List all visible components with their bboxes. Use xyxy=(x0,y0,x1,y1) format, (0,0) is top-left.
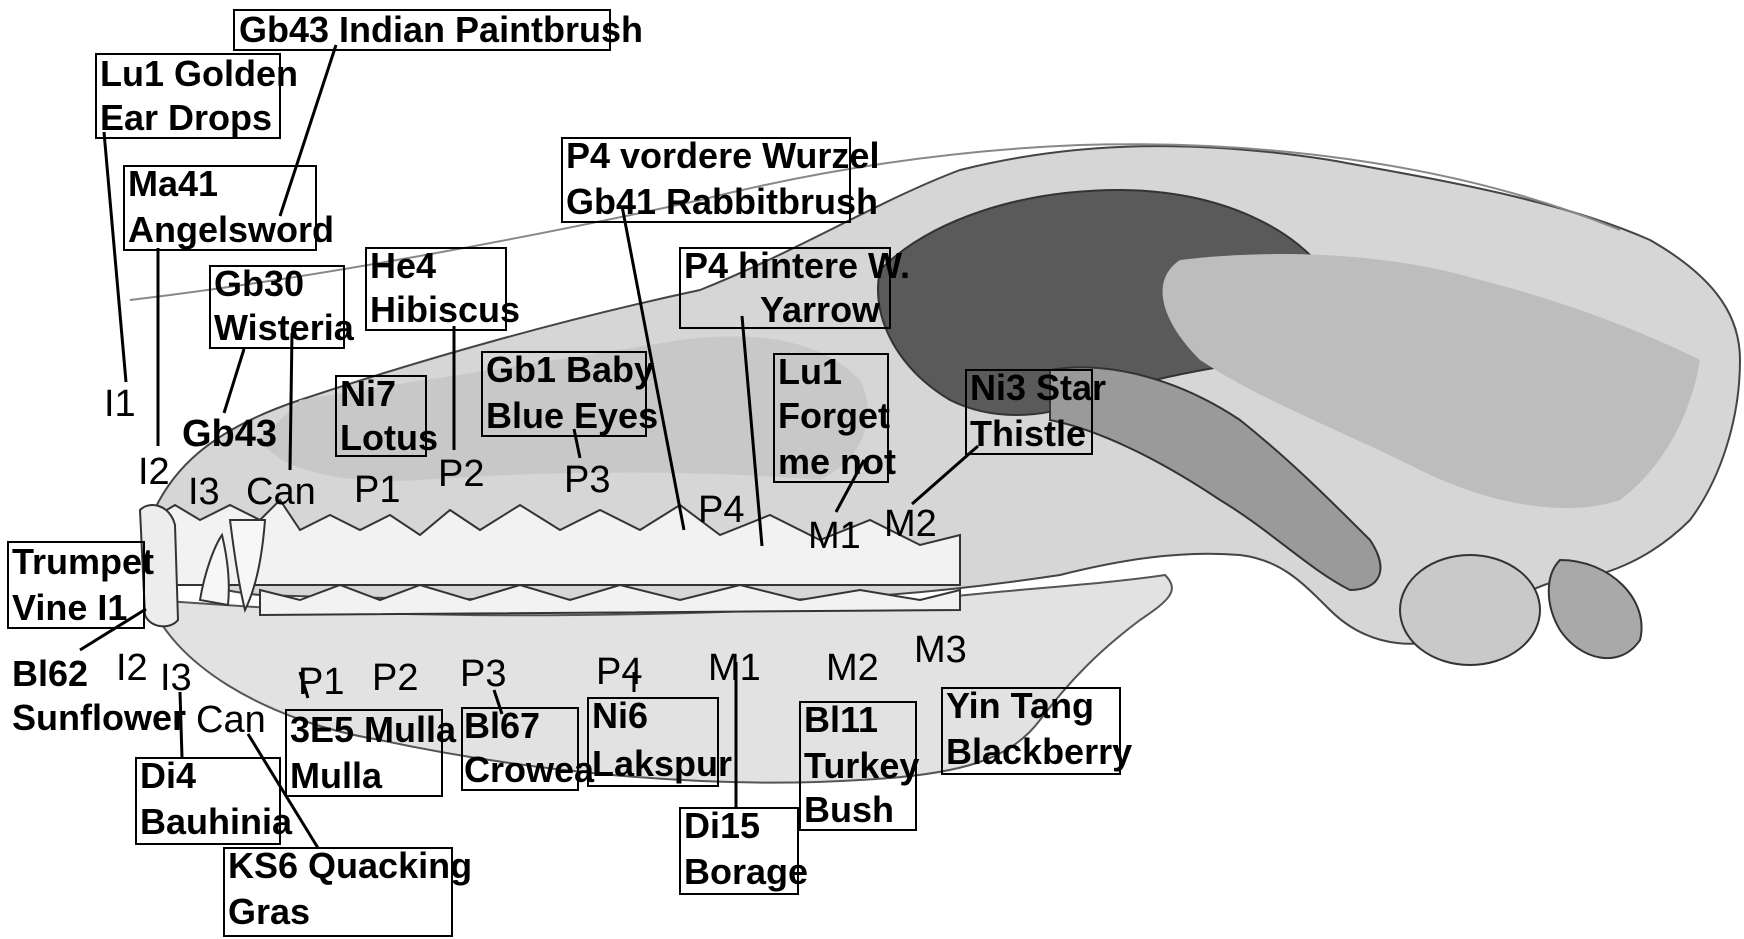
leader-gb30-can xyxy=(290,333,292,470)
tooth-lower-i2: I2 xyxy=(116,647,148,689)
label-lu1-forget-line1: Lu1 xyxy=(778,351,842,392)
label-e5-line1: 3E5 Mulla xyxy=(290,709,457,750)
label-bl11-line3: Bush xyxy=(804,789,894,830)
label-ni6-line1: Ni6 xyxy=(592,695,648,736)
label-bl62-line1: Bl62 xyxy=(12,653,88,694)
label-ni7-line1: Ni7 xyxy=(340,373,396,414)
label-gb30-line1: Gb30 xyxy=(214,263,304,304)
label-gb30-line2: Wisteria xyxy=(214,307,355,348)
label-di4-line1: Di4 xyxy=(140,755,196,796)
leader-lu1-golden xyxy=(104,132,126,382)
tooth-upper-p2: P2 xyxy=(438,453,484,495)
tooth-upper-p1: P1 xyxy=(354,469,400,511)
label-he4-line2: Hibiscus xyxy=(370,289,520,330)
label-trumpet-line1: Trumpet xyxy=(12,541,154,582)
label-gb1-line1: Gb1 Baby xyxy=(486,349,654,390)
label-ma41-line1: Ma41 xyxy=(128,163,218,204)
tooth-upper-m1: M1 xyxy=(808,515,861,557)
tooth-upper-can: Can xyxy=(246,471,316,513)
label-gb1-line2: Blue Eyes xyxy=(486,395,658,436)
svg-text:TrumpetVine I1: TrumpetVine I1 xyxy=(12,541,154,628)
label-p4-front-line1: P4 vordere Wurzel xyxy=(566,135,879,176)
tooth-lower-p1: P1 xyxy=(298,661,344,703)
label-lu1-golden-line2: Ear Drops xyxy=(100,97,272,138)
tooth-lower-p2: P2 xyxy=(372,657,418,699)
label-ni6-line2: Lakspur xyxy=(592,743,732,784)
tooth-lower-p3: P3 xyxy=(460,653,506,695)
tooth-upper-gb43: Gb43 xyxy=(182,413,277,455)
tooth-lower-m2: M2 xyxy=(826,647,879,689)
leader-gb30-gb43 xyxy=(224,349,244,413)
tooth-lower-can: Can xyxy=(196,699,266,741)
label-bl11-line2: Turkey xyxy=(804,745,919,786)
label-ma41-line2: Angelsword xyxy=(128,209,334,250)
label-e5-line2: Mulla xyxy=(290,755,383,796)
label-lu1-golden-line1: Lu1 Golden xyxy=(100,53,298,94)
label-bl11-line1: Bl11 xyxy=(804,699,878,740)
label-ks6-line2: Gras xyxy=(228,891,310,932)
label-yin-line1: Yin Tang xyxy=(946,685,1094,726)
label-p4-back-line1: P4 hintere W. xyxy=(684,245,910,286)
label-p4-back-line2: Yarrow xyxy=(760,289,881,330)
tooth-upper-i1: I1 xyxy=(104,383,136,425)
tooth-lower-p4: P4 xyxy=(596,651,642,693)
label-di4-line2: Bauhinia xyxy=(140,801,293,842)
label-bl67-line1: Bl67 xyxy=(464,705,540,746)
label-trumpet-line2: Vine I1 xyxy=(12,587,127,628)
label-p4-front-line2: Gb41 Rabbitbrush xyxy=(566,181,878,222)
tooth-upper-i3: I3 xyxy=(188,471,220,513)
label-lu1-forget-line3: me not xyxy=(778,441,896,482)
label-lu1-forget-line2: Forget xyxy=(778,395,890,436)
tooth-upper-m2: M2 xyxy=(884,503,937,545)
label-ni3-line2: Thistle xyxy=(970,413,1086,454)
tooth-lower-i3: I3 xyxy=(160,657,192,699)
occipital-condyle xyxy=(1549,560,1642,658)
label-he4-line1: He4 xyxy=(370,245,436,286)
label-bl62-line2: Sunflower xyxy=(12,697,186,738)
tooth-upper-p3: P3 xyxy=(564,459,610,501)
label-yin-line2: Blackberry xyxy=(946,731,1132,772)
label-ni7-line2: Lotus xyxy=(340,417,438,458)
label-gb43-line: Gb43 Indian Paintbrush xyxy=(239,9,643,50)
tooth-lower-m1: M1 xyxy=(708,647,761,689)
tooth-upper-p4: P4 xyxy=(698,489,744,531)
label-di15-line1: Di15 xyxy=(684,805,760,846)
tooth-lower-m3: M3 xyxy=(914,629,967,671)
label-bl67-line2: Crowea xyxy=(464,749,595,790)
svg-text:Gb43 Indian Paintbrush: Gb43 Indian Paintbrush xyxy=(239,9,643,50)
label-ks6-line1: KS6 Quacking xyxy=(228,845,472,886)
tympanic-bulla xyxy=(1400,555,1540,665)
tooth-upper-i2: I2 xyxy=(138,451,170,493)
label-ni3-line1: Ni3 Star xyxy=(970,367,1106,408)
label-di15-line2: Borage xyxy=(684,851,808,892)
